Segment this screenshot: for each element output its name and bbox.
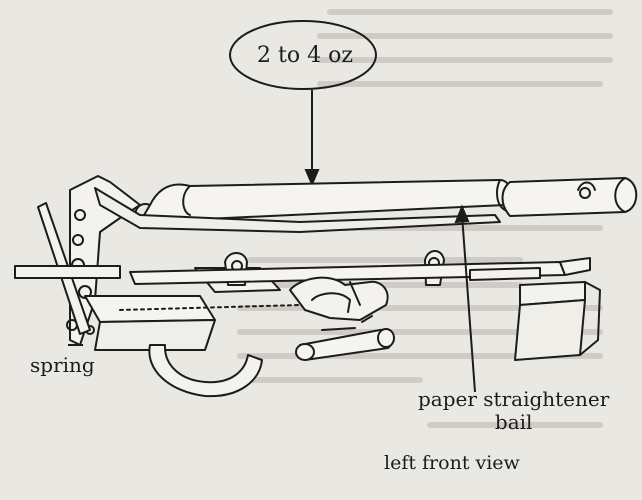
weight-label: 2 to 4 oz	[257, 42, 353, 68]
weight-callout	[229, 20, 377, 187]
bail-label: paper straightener bail	[418, 388, 609, 434]
label-leaders	[68, 204, 476, 393]
view-caption: left front view	[384, 452, 520, 474]
spring-label: spring	[30, 353, 95, 377]
bail-mechanism	[14, 175, 638, 398]
bail-label-line1: paper straightener	[418, 387, 610, 411]
bail-label-line2: bail	[494, 410, 533, 434]
